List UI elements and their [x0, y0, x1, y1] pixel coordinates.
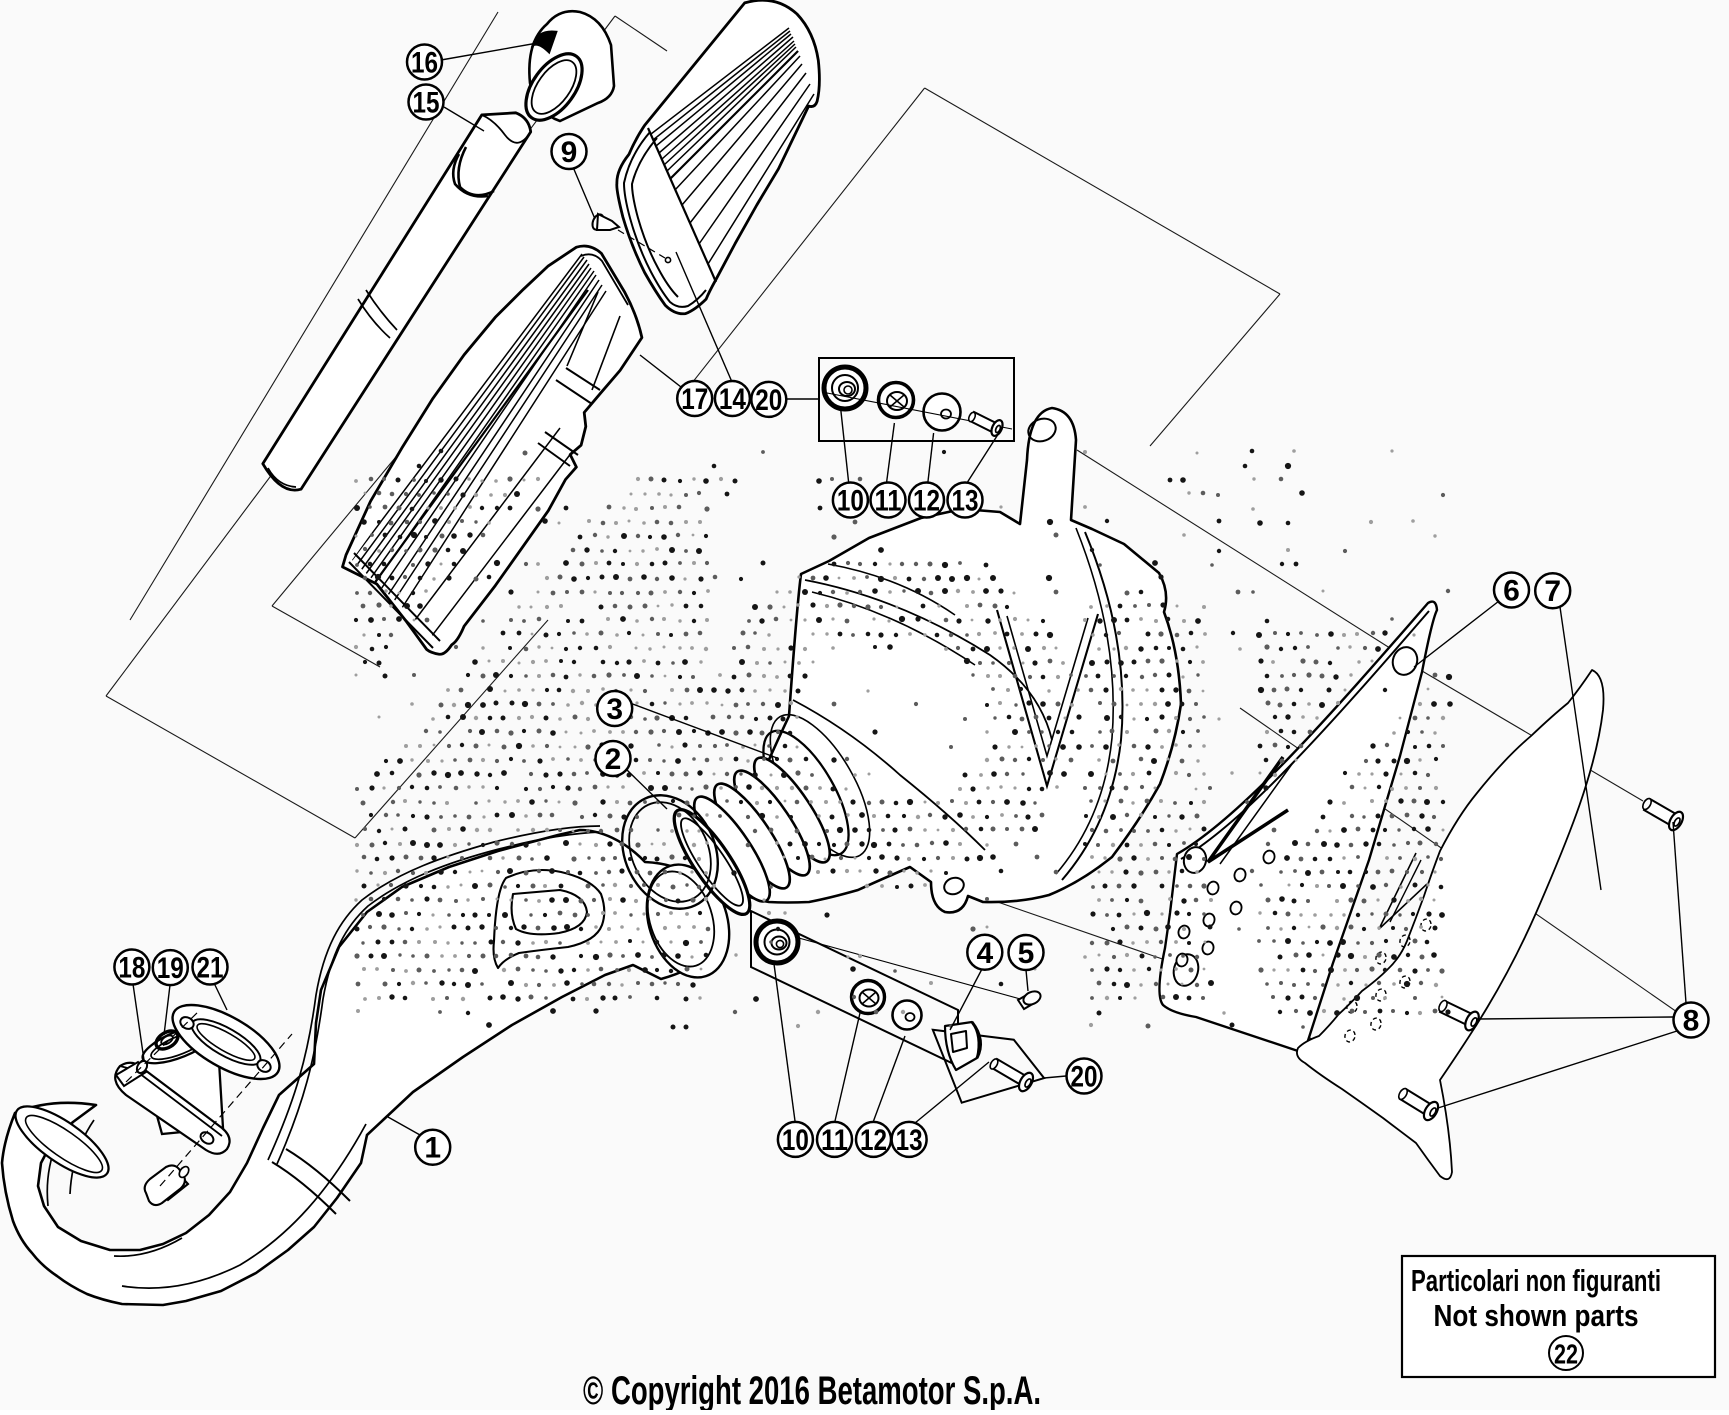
- svg-text:21: 21: [197, 952, 224, 985]
- svg-text:15: 15: [413, 87, 440, 120]
- svg-text:Not shown parts: Not shown parts: [1434, 1298, 1639, 1333]
- svg-text:11: 11: [821, 1124, 848, 1157]
- svg-text:13: 13: [896, 1124, 923, 1157]
- svg-text:2: 2: [605, 743, 622, 776]
- svg-text:13: 13: [952, 485, 979, 518]
- svg-text:7: 7: [1544, 575, 1561, 608]
- svg-text:10: 10: [837, 485, 864, 518]
- svg-text:6: 6: [1503, 575, 1520, 608]
- svg-text:1: 1: [424, 1132, 441, 1165]
- svg-text:20: 20: [755, 384, 782, 417]
- svg-text:19: 19: [157, 952, 184, 985]
- svg-text:4: 4: [976, 937, 993, 970]
- svg-text:Particolari non figuranti: Particolari non figuranti: [1411, 1263, 1661, 1298]
- svg-text:10: 10: [782, 1124, 809, 1157]
- svg-text:17: 17: [681, 383, 708, 416]
- svg-text:3: 3: [606, 693, 623, 726]
- svg-text:9: 9: [561, 136, 578, 169]
- svg-text:© Copyright 2016 Betamotor S.p: © Copyright 2016 Betamotor S.p.A.: [583, 1369, 1041, 1410]
- svg-text:16: 16: [411, 47, 438, 80]
- svg-text:20: 20: [1071, 1061, 1098, 1094]
- svg-text:14: 14: [719, 383, 746, 416]
- svg-text:8: 8: [1683, 1005, 1700, 1038]
- svg-text:22: 22: [1554, 1339, 1578, 1370]
- svg-text:11: 11: [875, 485, 902, 518]
- svg-text:12: 12: [860, 1124, 887, 1157]
- svg-text:12: 12: [913, 485, 940, 518]
- svg-text:18: 18: [118, 952, 145, 985]
- svg-text:5: 5: [1018, 937, 1035, 970]
